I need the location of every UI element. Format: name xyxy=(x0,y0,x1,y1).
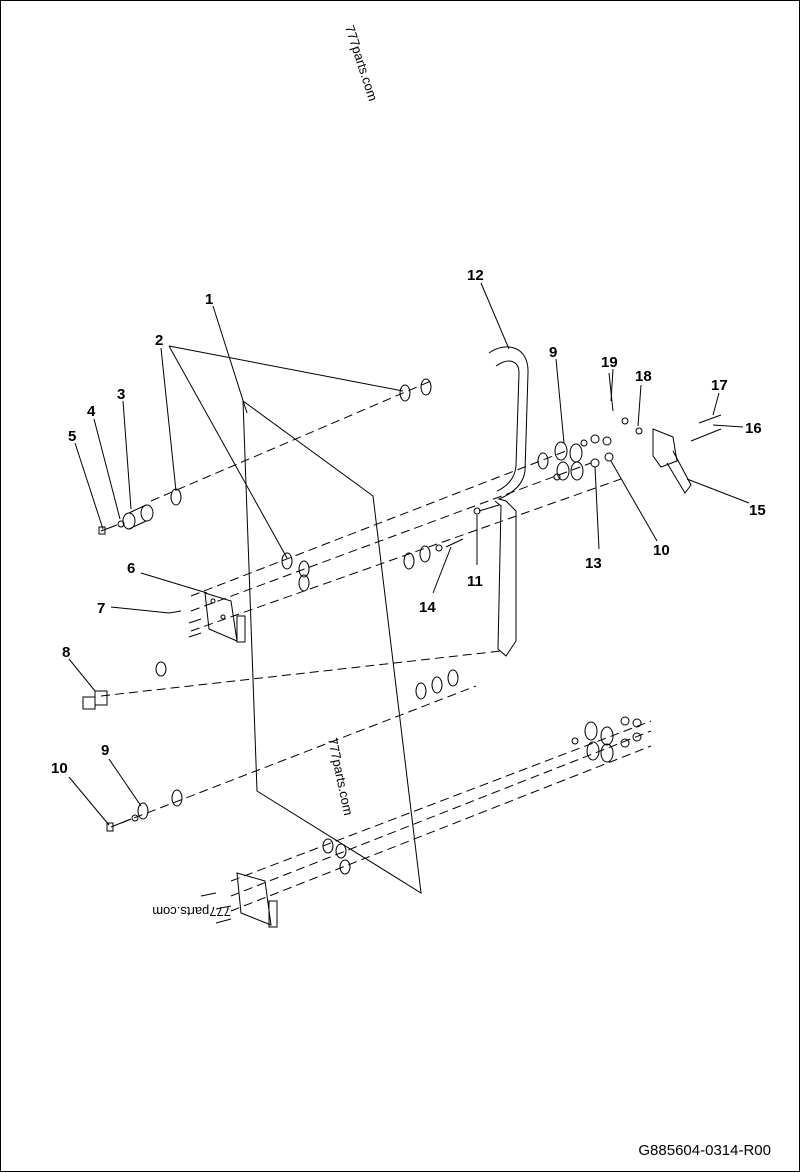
callout-7: 7 xyxy=(97,600,105,617)
callout-3: 3 xyxy=(117,386,125,403)
axis-line xyxy=(230,720,652,882)
nut xyxy=(635,427,643,435)
axis-line xyxy=(190,462,592,612)
nut xyxy=(553,473,561,481)
washer xyxy=(170,488,182,506)
callout-18: 18 xyxy=(635,368,652,385)
bolt xyxy=(106,818,132,832)
latch xyxy=(652,428,692,494)
callout-1: 1 xyxy=(205,291,213,308)
nut xyxy=(620,716,630,726)
bolt xyxy=(473,504,500,515)
nut xyxy=(604,452,614,462)
callout-5: 5 xyxy=(68,428,76,445)
washer xyxy=(322,838,334,854)
nut xyxy=(590,434,600,444)
washer xyxy=(415,682,427,700)
watermark: 777parts.com xyxy=(325,737,356,817)
screw xyxy=(690,428,722,442)
axis-line xyxy=(120,685,477,824)
callout-13: 13 xyxy=(585,555,602,572)
callout-15: 15 xyxy=(749,502,766,519)
axis-line xyxy=(190,450,567,597)
drawing-code: G885604-0314-R00 xyxy=(638,1142,771,1159)
hinge-bracket xyxy=(236,872,278,928)
washer xyxy=(570,461,584,481)
washer xyxy=(554,441,568,461)
washer xyxy=(621,417,629,425)
washer xyxy=(584,721,598,741)
washer xyxy=(447,669,459,687)
washer xyxy=(569,443,583,463)
callout-19: 19 xyxy=(601,354,618,371)
callout-10-left: 10 xyxy=(51,760,68,777)
hinge-bracket xyxy=(204,592,246,643)
washer xyxy=(403,552,415,570)
washer xyxy=(586,741,600,761)
nut xyxy=(571,737,579,745)
nut xyxy=(131,814,139,822)
washer xyxy=(281,552,293,570)
washer xyxy=(171,789,183,807)
axis-line xyxy=(230,745,652,912)
nut xyxy=(632,718,642,728)
watermark: 777parts.com xyxy=(152,904,231,919)
axis-line xyxy=(100,650,502,697)
callout-17: 17 xyxy=(711,377,728,394)
watermark: 777parts.com xyxy=(342,23,381,103)
door-handle xyxy=(488,346,529,657)
washer xyxy=(339,859,351,875)
callout-16: 16 xyxy=(745,420,762,437)
washer xyxy=(431,676,443,694)
pivot-pin xyxy=(82,690,108,710)
screw xyxy=(445,538,464,548)
washer xyxy=(556,461,570,481)
nut xyxy=(620,738,630,748)
washer xyxy=(537,452,549,470)
washer xyxy=(600,743,614,763)
nut xyxy=(602,436,612,446)
callout-4: 4 xyxy=(87,403,96,420)
washer xyxy=(399,384,411,402)
axis-line xyxy=(150,380,432,502)
spacer xyxy=(122,504,154,530)
callout-9-right: 9 xyxy=(549,344,557,361)
nut xyxy=(580,439,588,447)
axis-line xyxy=(230,730,652,897)
screw xyxy=(698,414,722,424)
nut xyxy=(632,732,642,742)
callout-2: 2 xyxy=(155,332,163,349)
washer xyxy=(298,574,310,592)
washer xyxy=(335,843,347,859)
callout-6: 6 xyxy=(127,560,135,577)
washer xyxy=(298,560,310,578)
callout-9-left: 9 xyxy=(101,742,109,759)
nut xyxy=(435,544,443,552)
callout-11: 11 xyxy=(467,573,483,590)
screw xyxy=(608,372,614,412)
washer xyxy=(420,378,432,396)
washer xyxy=(600,726,614,746)
screw xyxy=(200,892,232,924)
screw xyxy=(168,610,202,638)
callout-12: 12 xyxy=(467,267,484,284)
washer xyxy=(137,802,149,820)
callout-14: 14 xyxy=(419,599,436,616)
nut xyxy=(590,458,600,468)
callout-8: 8 xyxy=(62,644,70,661)
lock-washer xyxy=(117,520,125,528)
washer xyxy=(419,545,431,563)
leader-lines xyxy=(68,282,750,826)
callout-10-right: 10 xyxy=(653,542,670,559)
glass-panel xyxy=(242,399,422,894)
washer xyxy=(155,661,167,677)
